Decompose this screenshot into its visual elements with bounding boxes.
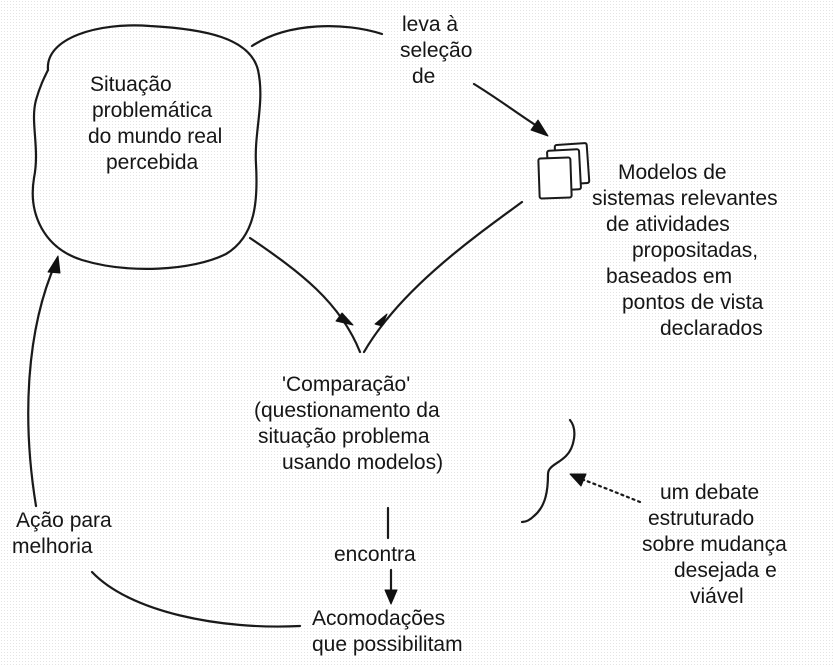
models-line: sistemas relevantes	[592, 187, 778, 210]
action-line: melhoria	[12, 535, 93, 558]
accommodations-to-action-curve	[90, 570, 302, 628]
problem-situation-line: Situação	[90, 73, 172, 96]
leads-to-line: seleção	[400, 39, 473, 62]
action-line: Ação para	[16, 509, 112, 532]
debate-line: desejada e	[674, 559, 777, 582]
leads-to-line: de	[412, 65, 436, 88]
comparison-line: 'Comparação'	[282, 373, 411, 396]
debate-arrowhead	[569, 473, 587, 487]
debate-line: estruturado	[648, 507, 755, 530]
finds-label: encontra	[334, 542, 416, 568]
debate-line: viável	[690, 585, 744, 608]
debate-line: um debate	[660, 481, 760, 504]
problem-situation-label: Situação problemática do mundo real perc…	[88, 72, 222, 176]
models-line: baseados em	[606, 265, 733, 288]
action-to-situation-arrowhead	[47, 255, 61, 274]
models-label: Modelos de sistemas relevantes de ativid…	[592, 160, 778, 342]
debate-line: sobre mudança	[642, 533, 787, 556]
debate-dotted-arrow	[582, 478, 642, 504]
problem-situation-cloud	[31, 24, 262, 270]
comparison-label: 'Comparação' (questionamento da situação…	[254, 372, 443, 476]
action-label: Ação para melhoria	[12, 508, 112, 560]
situation-to-comparison-curve	[248, 236, 362, 354]
comparison-line: usando modelos)	[282, 451, 444, 474]
comparison-line: situação problema	[258, 425, 430, 448]
finds-arrowhead	[384, 589, 398, 605]
comparison-line: (questionamento da	[254, 399, 440, 422]
finds-line: encontra	[334, 543, 416, 566]
models-line: propositadas,	[632, 239, 759, 262]
accommodations-line: que possibilitam	[312, 633, 463, 656]
problem-situation-line: percebida	[106, 151, 199, 174]
problem-situation-line: do mundo real	[88, 125, 223, 148]
accommodations-line: Acomodações	[312, 607, 446, 630]
situation-to-comparison-arrowhead	[335, 312, 354, 326]
models-stack-icon	[537, 142, 591, 200]
models-line: declarados	[660, 317, 763, 340]
leads-to-arrowhead	[530, 119, 549, 137]
leads-to-arrow	[472, 82, 542, 130]
debate-brace	[520, 418, 576, 524]
leads-to-label: leva à seleção de	[400, 12, 472, 90]
debate-label: um debate estruturado sobre mudança dese…	[638, 480, 787, 610]
models-line: Modelos de	[618, 161, 727, 184]
models-to-comparison-curve	[362, 200, 524, 354]
models-line: pontos de vista	[622, 291, 764, 314]
leads-to-curve-start	[250, 25, 384, 48]
action-to-situation-curve	[27, 260, 58, 508]
accommodations-label: Acomodações que possibilitam	[312, 606, 463, 658]
models-line: de atividades	[606, 213, 730, 236]
leads-to-line: leva à	[402, 13, 459, 36]
models-to-comparison-arrowhead	[374, 313, 388, 327]
problem-situation-line: problemática	[92, 99, 213, 122]
